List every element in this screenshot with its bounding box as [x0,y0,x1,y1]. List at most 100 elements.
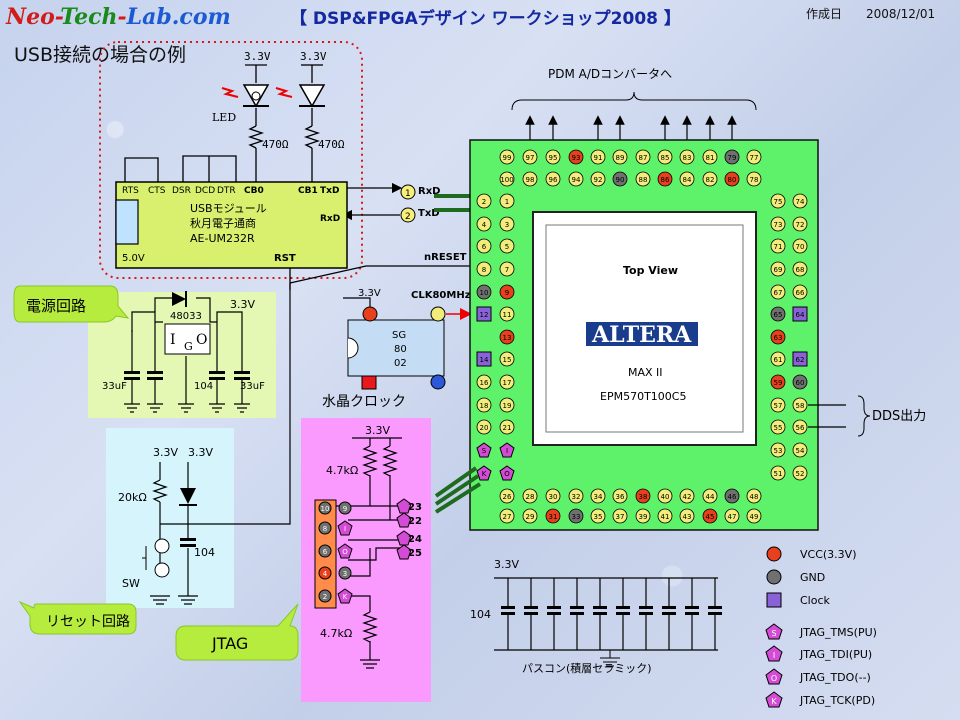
pin-bottom2-38 [635,488,651,504]
pin-right-a-11 [770,419,786,435]
power-caps [124,371,250,380]
pin-right-a-9-num: 59 [774,379,783,387]
pin-right-b-12 [792,442,808,458]
pin-right-b-3 [792,238,808,254]
txd-label: TxD [418,208,440,219]
jtag-pin-10 [318,501,332,515]
pin-bottom2-44-num: 44 [706,493,715,501]
jtag-pin-2-num: 2 [323,593,327,601]
pin-right-a-6 [770,306,786,322]
usb-connector [115,199,139,245]
power-diode [172,292,186,306]
pin-top-87 [635,149,651,165]
pin-right-a-6-num: 65 [774,311,783,319]
bypass-vcc: 3.3V [494,558,519,571]
reset-vcc1: 3.3V [153,446,178,459]
pin-left-b-2 [499,238,515,254]
pin-top2-88 [635,171,651,187]
pin-top2-80 [724,171,740,187]
legend-swatch-1 [766,569,782,585]
pin-bottom2-32 [568,488,584,504]
pin-bottom-45-num: 45 [706,513,715,521]
usb-rst-pin: RST [274,253,296,264]
pin-top2-92 [590,171,606,187]
jtag-pin-4 [318,566,332,580]
xtal-mark-3: 02 [394,358,407,369]
usb-module-pins: RTS CTS DSR DCD DTR CB0 CB1 TxD RxD [122,186,340,224]
jtag-pin2-1-num: K [343,593,348,601]
pin-top-77-num: 77 [750,154,759,162]
legend-label-2: Clock [800,594,831,607]
rxd-label: RxD [418,186,440,197]
pin-top2-78-num: 78 [750,176,759,184]
pin-bottom2-42 [679,488,695,504]
pin-bottom2-46 [724,488,740,504]
pin-right-a-12 [770,442,786,458]
pin-bottom-37 [612,508,628,524]
bypass-cap-5 [616,606,630,609]
pin-right-a-7 [770,329,786,345]
pin-top-93-num: 93 [572,154,581,162]
nreset-label: nRESET [424,252,467,263]
jtag-bus [434,466,482,514]
pin-top2-96 [545,171,561,187]
pin-bottom2-36-num: 36 [616,493,625,501]
reset-vcc2: 3.3V [188,446,213,459]
pin-bottom-27 [499,508,515,524]
bypass-cap-7 [662,606,676,609]
pin-top-83-num: 83 [683,154,692,162]
pin-right-a-11-num: 55 [774,424,783,432]
pin-left-a-8 [476,374,492,390]
pin-left-a-12-num: K [482,470,487,478]
jtag-pin-2 [318,589,332,603]
pin-right-a-10 [770,397,786,413]
bypass-cap-8 [685,606,699,609]
power-vcc: 3.3V [230,298,255,311]
pin-top-97-num: 97 [526,154,535,162]
legend-label-4: JTAG_TDI(PU) [799,648,872,661]
pin-left-a-3-num: 8 [482,266,486,274]
xtal-oe-pin [430,374,446,390]
pin-bottom2-28 [522,488,538,504]
reset-section [106,428,234,608]
pin-right-a-1-num: 75 [774,198,783,206]
pin-right-b-6 [792,306,808,322]
power-wiring [131,297,243,404]
led-pair [221,84,326,108]
pin-left-b-4-num: 9 [505,289,509,297]
jtag-net-23: 23 [408,502,422,513]
pin-right-a-3-num: 71 [774,243,783,251]
pin-bottom-41-num: 41 [661,513,670,521]
pin-bottom-31 [545,508,561,524]
jtag-pin2-3 [338,566,352,580]
chip-family: MAX II [628,366,663,379]
pin-left-b-1 [499,216,515,232]
chip-part: EPM570T100C5 [600,390,686,403]
pin-left-b-7 [499,351,515,367]
pin-right-a-13-num: 51 [774,470,783,478]
xtal-gnd-pin [361,375,377,390]
pin-left-b-6-num: 13 [503,334,512,342]
dds-brace [857,395,871,437]
bypass-cap-b-5 [616,612,630,615]
pin-top-99 [499,149,515,165]
pin-top-99-num: 99 [503,154,512,162]
pin-left-b-9-num: 19 [503,402,512,410]
pin-bottom-35 [590,508,606,524]
reset-tag: リセット回路 [18,600,137,635]
jtag-tag-text: JTAG [211,634,248,653]
pin-right-b-8-num: 62 [796,356,805,364]
pin-right-a-4-num: 69 [774,266,783,274]
pin-right-a-8 [770,351,786,367]
dds-label: DDS出力 [872,409,926,424]
pin-bottom-39 [635,508,651,524]
jtag-pin2-7-num: I [344,525,346,533]
jtag-pin2-3-num: 3 [343,570,347,578]
xtal-vcc: 3.3V [358,288,381,299]
pin-top-79-num: 79 [728,154,737,162]
bypass-caps [494,577,722,667]
jtag-pin2-9-num: 9 [343,505,347,513]
pin-top-81 [702,149,718,165]
pin-bottom-27-num: 27 [503,513,512,521]
